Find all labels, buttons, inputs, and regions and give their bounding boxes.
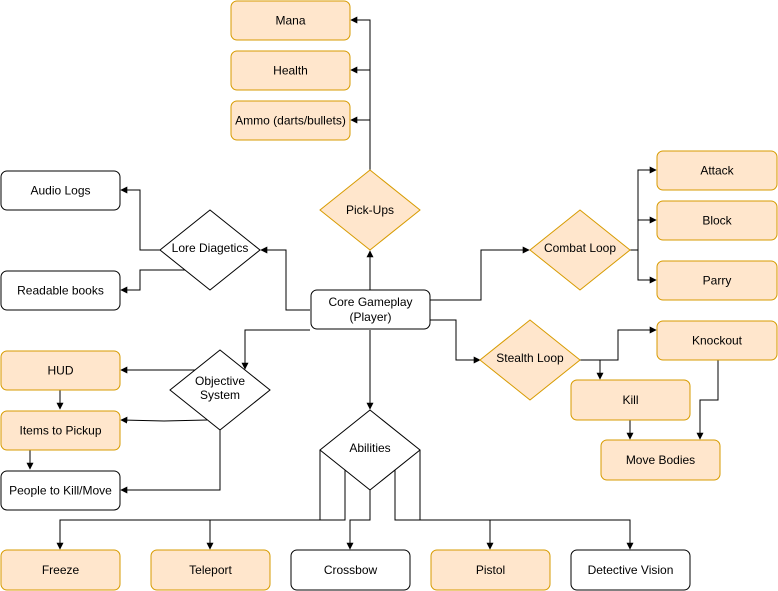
node-detective-vision-label: Detective Vision [588,563,674,577]
edge-combat-parry [637,250,657,284]
node-kill-label: Kill [622,393,638,407]
edge-lore-books [120,269,185,294]
node-kill: Kill [570,379,691,421]
node-ammo: Ammo (darts/bullets) [230,100,351,141]
node-freeze-label: Freeze [42,563,80,577]
edge-abilities-pistol [394,470,494,550]
node-knockout-label: Knockout [692,334,743,348]
edge-abilities-crossbow [346,490,371,550]
node-health: Health [230,50,351,91]
node-audio-logs: Audio Logs [0,170,121,211]
node-attack: Attack [656,150,778,191]
node-lore-label: Lore Diagetics [172,241,249,255]
node-combat-loop: Combat Loop [529,209,631,291]
edge-knockout-movebodies [696,360,719,440]
node-move-bodies: Move Bodies [600,439,721,481]
node-items-to-pickup-label: Items to Pickup [19,424,101,438]
node-move-bodies-label: Move Bodies [626,453,695,467]
node-health-label: Health [273,64,308,78]
node-people-to-kill-label: People to Kill/Move [9,484,112,498]
node-attack-label: Attack [700,164,734,178]
node-objective-line2: System [200,388,240,402]
node-readable-books: Readable books [0,270,121,311]
edge-combat-attack [630,166,657,251]
edge-core-stealth [430,319,481,364]
node-teleport: Teleport [150,549,271,591]
node-core-gameplay: Core Gameplay (Player) [310,289,431,330]
node-people-to-kill: People to Kill/Move [0,470,121,511]
node-hud-label: HUD [48,364,74,378]
node-crossbow: Crossbow [290,549,411,591]
edges [26,16,719,550]
edge-core-combat [430,246,530,301]
node-core-line1: Core Gameplay [328,295,412,309]
node-combat-loop-label: Combat Loop [544,241,616,255]
node-audio-logs-label: Audio Logs [30,184,90,198]
node-pistol: Pistol [430,549,551,591]
node-abilities: Abilities [319,409,421,491]
node-parry: Parry [656,260,778,301]
node-crossbow-label: Crossbow [324,563,378,577]
node-readable-books-label: Readable books [17,284,104,298]
node-pickups: Pick-Ups [319,169,421,251]
node-block-label: Block [702,214,732,228]
edge-objective-people [120,430,221,494]
edge-core-lore [260,246,310,311]
edge-core-objective [241,329,310,370]
edge-objective-items [120,416,208,424]
node-core-line2: (Player) [349,310,391,324]
edge-abilities-detective [419,450,634,550]
edge-abilities-teleport [206,470,346,550]
node-stealth-loop: Stealth Loop [479,319,581,401]
edge-lore-audio [120,186,160,251]
node-objective-system: Objective System [169,349,271,431]
node-block: Block [656,200,778,241]
node-mana-label: Mana [275,14,305,28]
node-mana: Mana [230,0,351,41]
node-hud: HUD [0,350,121,391]
node-stealth-loop-label: Stealth Loop [496,351,564,365]
node-lore: Lore Diagetics [159,209,261,291]
node-items-to-pickup: Items to Pickup [0,410,121,451]
node-teleport-label: Teleport [189,563,232,577]
node-pickups-label: Pick-Ups [346,203,394,217]
node-abilities-label: Abilities [349,441,390,455]
node-objective-line1: Objective [195,374,245,388]
node-pistol-label: Pistol [476,563,505,577]
node-ammo-label: Ammo (darts/bullets) [235,114,346,128]
node-knockout: Knockout [656,320,778,361]
node-freeze: Freeze [0,549,121,591]
edge-pickups-mana [350,16,371,170]
node-detective-vision: Detective Vision [570,549,691,591]
edge-abilities-freeze [56,450,321,550]
edge-stealth-knockout [580,326,657,361]
node-parry-label: Parry [703,274,732,288]
